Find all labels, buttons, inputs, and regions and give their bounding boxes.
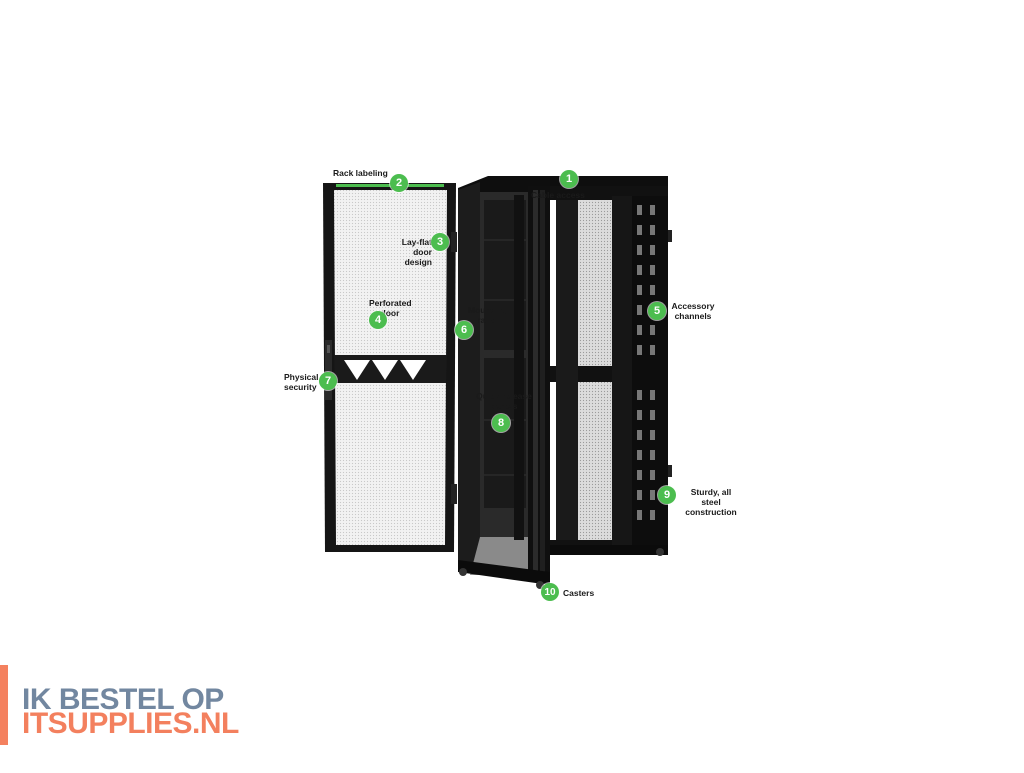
callout-badge-8: 8: [492, 414, 510, 432]
callout-label-cable-access: Cable access: [531, 190, 585, 200]
watermark-bar: [0, 665, 8, 745]
watermark-line-1: IK BESTEL OP: [22, 683, 224, 716]
callout-badge-2: 2: [390, 174, 408, 192]
callout-label-quick-release: Quick-release panels: [476, 391, 532, 411]
callout-badge-7: 7: [319, 372, 337, 390]
callout-label-mounting-rails: Mounting rails: [468, 305, 507, 325]
callout-label-casters: Casters: [563, 588, 595, 598]
rack-cabinet: [458, 176, 672, 589]
callout-label-lay-flat-door: Lay-flat door design: [401, 237, 432, 267]
callout-label-rack-labeling: Rack labeling: [333, 168, 388, 178]
callout-label-perforated-door: Perforated door: [369, 298, 412, 318]
perforated-door: [323, 183, 457, 552]
callout-badge-6: 6: [455, 321, 473, 339]
watermark: IK BESTEL OP ITSUPPLIES.NL: [0, 665, 240, 745]
callout-label-sturdy-steel: Sturdy, all steel construction: [685, 487, 737, 517]
callout-badge-10: 10: [541, 583, 559, 601]
callout-badge-4: 4: [369, 311, 387, 329]
callout-badge-1: 1: [560, 170, 578, 188]
callout-label-physical-security: Physical security: [284, 372, 319, 392]
callout-badge-3: 3: [431, 233, 449, 251]
watermark-line-2: ITSUPPLIES.NL: [22, 707, 239, 740]
callout-badge-9: 9: [658, 486, 676, 504]
callout-label-accessory-channels: Accessory channels: [671, 301, 715, 321]
callout-badge-5: 5: [648, 302, 666, 320]
